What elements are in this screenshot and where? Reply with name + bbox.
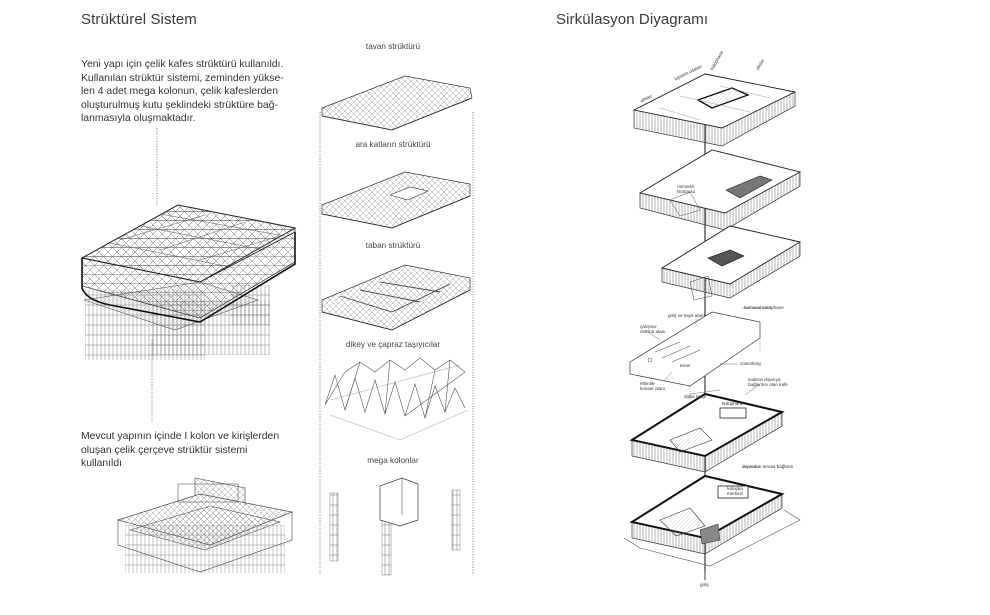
structural-intro-text: Yeni yapı için çelik kafes strüktürü kul…: [81, 58, 311, 126]
mega-columns-layer: [329, 477, 461, 576]
intro-line: Yeni yapı için çelik kafes strüktürü kul…: [81, 59, 284, 70]
floor-plate-cafe-level: [629, 392, 785, 473]
label-leaders: [644, 307, 772, 468]
floor-plate-public-library: [629, 311, 761, 400]
intro-line: Kullanılan strüktür sistemi, zeminden yü…: [81, 72, 284, 84]
layer-label-roof: tavan strüktürü: [365, 42, 421, 51]
label-kulucka-merkezi: kuluçka merkezi: [726, 486, 744, 496]
mid-floor-structure-layer: [321, 171, 471, 229]
layer-label-mega-columns: mega kolonlar: [367, 456, 419, 465]
circulation-diagram-title: Sirkülasyon Diyagramı: [556, 11, 709, 28]
label-etkinlik-konser: etkinlik-konser alanı: [640, 381, 666, 391]
label-depreden-teras: depreden terasa bağlantı: [742, 464, 794, 469]
label-calisma-oturma: çalışma-oturma alanı: [640, 324, 666, 334]
label-kamusal-kutuphane: kamusal kütüphane: [744, 305, 784, 310]
floor-plate-offices: [632, 73, 797, 147]
intro-line: lanmasıyla oluşmaktadır.: [81, 113, 196, 125]
label-kutuphane-lower: kütüphane: [722, 401, 744, 406]
floor-plate-library-upper: [660, 225, 802, 301]
label-giris-kayit: giriş ve kayıt alanı: [668, 313, 705, 318]
layer-label-braces: dikey ve çapraz taşıyıcılar: [345, 340, 441, 349]
label-sadece-disariya-kafe: sadece dışarıya bağlantısı olan kafe: [748, 377, 788, 387]
existing-line: Mevcut yapının içinde I kolon ve kirişle…: [81, 431, 280, 442]
steel-truss-box-drawing: [80, 204, 297, 360]
base-structure-layer: [321, 264, 471, 331]
floor-plate-ground: [623, 474, 801, 580]
label-mimarlik-studyosu: mimarlık stüdyosu: [676, 184, 696, 194]
existing-line: kullanıldı: [81, 458, 123, 470]
label-coworking: coworking: [740, 361, 761, 366]
label-giris: giriş: [700, 582, 709, 587]
floor-plate-studio: [638, 149, 802, 231]
existing-line: oluşan çelik çerçeve strüktür sistemi: [81, 444, 248, 456]
existing-structure-text: Mevcut yapının içinde I kolon ve kirişle…: [81, 430, 311, 471]
layer-label-base: taban strüktürü: [365, 241, 421, 250]
label-teras: teras: [680, 363, 691, 368]
structural-system-title: Strüktürel Sistem: [81, 11, 197, 28]
vertical-diagonal-braces-layer: [324, 357, 469, 441]
label-dijital-sergi: dijital sergi: [684, 394, 706, 399]
roof-structure-layer: [321, 75, 473, 131]
existing-frame-drawing: [116, 477, 294, 573]
intro-line: len 4 adet mega kolonun, çelik kafeslerd…: [81, 86, 278, 98]
layer-label-mid-floors: ara katların strüktürü: [355, 140, 431, 149]
intro-line: oluşturulmuş kutu şeklindeki strüktüre b…: [81, 99, 278, 111]
